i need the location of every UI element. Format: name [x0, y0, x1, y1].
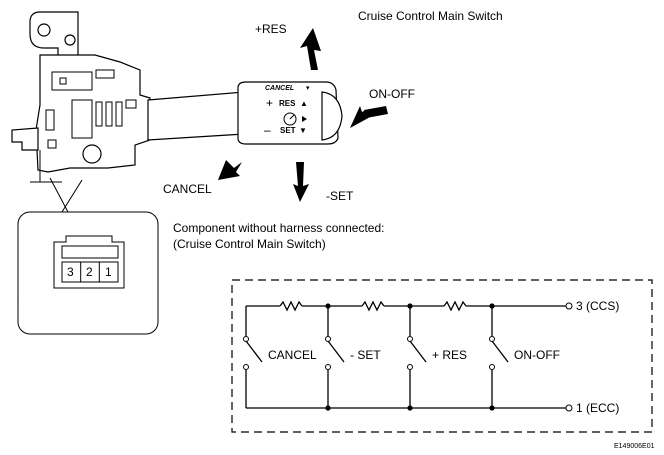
- cancel-arrow-icon: [218, 160, 242, 180]
- lever-cancel-label: CANCEL: [265, 85, 294, 92]
- set-direction-label: -SET: [326, 189, 354, 203]
- terminal-ccs-label: 3 (CCS): [576, 299, 619, 313]
- lever-minus-sign: –: [264, 123, 271, 137]
- switch-set: [325, 306, 345, 408]
- switch-label-res: + RES: [432, 348, 467, 362]
- connector-pin-1: 1: [105, 265, 112, 279]
- lever-cancel-arrow: ▾: [306, 85, 310, 92]
- lever-up-arrow: ▲: [300, 99, 308, 108]
- terminal-ecc: [565, 404, 573, 412]
- resistor-3: [443, 300, 467, 312]
- switch-label-cancel: CANCEL: [268, 348, 317, 362]
- connector-pin-2: 2: [86, 265, 93, 279]
- terminal-ecc-label: 1 (ECC): [576, 401, 619, 415]
- speedometer-icon: [283, 112, 307, 126]
- resistor-2: [361, 300, 385, 312]
- diagram-title: Cruise Control Main Switch: [358, 9, 503, 23]
- component-note-line1: Component without harness connected:: [173, 221, 384, 235]
- connector-pin-3: 3: [67, 265, 74, 279]
- switch-cancel: [243, 306, 263, 408]
- switch-housing: [11, 11, 151, 183]
- lever-down-arrow: ▼: [299, 126, 307, 135]
- switch-label-on-off: ON-OFF: [514, 348, 560, 362]
- on-off-arrow-icon: [350, 106, 372, 128]
- resistor-1: [279, 300, 303, 312]
- switch-on-off: [489, 306, 509, 408]
- terminal-ccs: [565, 302, 573, 310]
- direction-arrows: [218, 28, 388, 202]
- circuit-schematic: [231, 279, 653, 433]
- figure-code: E149006E01: [614, 443, 655, 450]
- switch-res: [407, 306, 427, 408]
- lever-res-label: RES: [279, 99, 296, 108]
- component-note-line2: (Cruise Control Main Switch): [173, 237, 326, 251]
- lever-set-label: SET: [280, 126, 296, 135]
- res-arrow-icon: [300, 28, 321, 70]
- lever-plus-sign: +: [266, 96, 273, 110]
- connector-inset: 3 2 1: [17, 177, 159, 335]
- switch-label-set: - SET: [350, 348, 381, 362]
- res-direction-label: +RES: [255, 22, 287, 36]
- switch-lever: CANCEL ▾ + RES ▲ – SET ▼: [147, 81, 343, 145]
- on-off-direction-label: ON-OFF: [369, 87, 415, 101]
- cancel-direction-label: CANCEL: [163, 182, 212, 196]
- set-arrow-icon: [293, 162, 309, 202]
